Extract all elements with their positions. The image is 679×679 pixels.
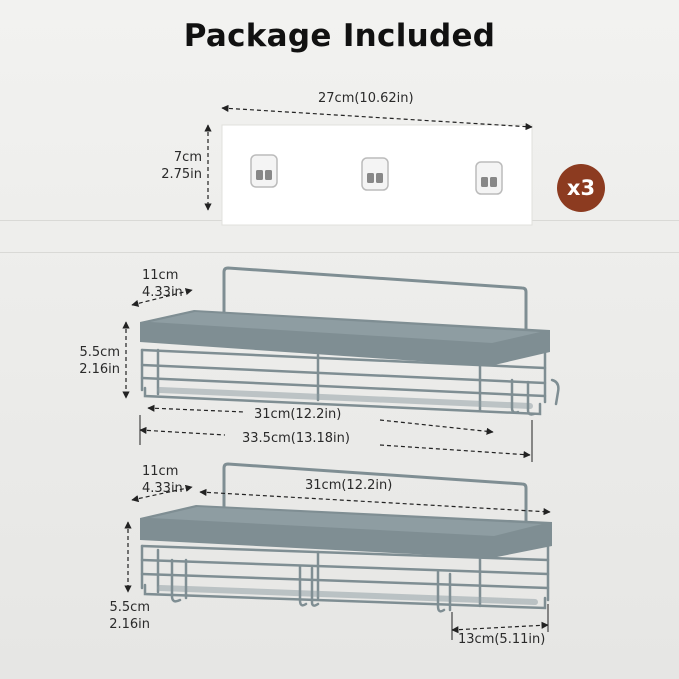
- basket-bottom-width-label: 31cm(12.2in): [305, 478, 393, 493]
- basket-bottom-width-dimension: [199, 488, 551, 516]
- basket-top-inner-width-dimension-right: [379, 419, 494, 435]
- basket-top-rim-inner: [150, 312, 540, 343]
- basket-bottom-depth-cm-label: 11cm: [142, 464, 179, 479]
- basket-top-depth-in-label: 4.33in: [142, 285, 183, 300]
- basket-bottom-rail-dimension: [451, 621, 549, 634]
- basket-top-depth-cm-label: 11cm: [142, 268, 179, 283]
- hook-icon: [250, 154, 278, 188]
- basket-top-overall-width-label: 33.5cm(13.18in): [242, 431, 350, 446]
- basket-top-inner-width-dimension-left: [147, 404, 246, 413]
- basket-top-overall-width-dimension-left: [139, 426, 226, 436]
- basket-top-inner-width-label: 31cm(12.2in): [254, 407, 342, 422]
- strip-height-cm-label: 7cm: [173, 150, 202, 165]
- basket-top-height-in-label: 2.16in: [79, 362, 120, 377]
- strip-width-label: 27cm(10.62in): [318, 91, 414, 106]
- basket-top-height-cm-label: 5.5cm: [79, 345, 121, 360]
- adhesive-hook-strip: [221, 124, 533, 226]
- basket-bottom-height-cm-label: 5.5cm: [109, 600, 151, 615]
- strip-height-in-label: 2.75in: [161, 167, 202, 182]
- basket-bottom-height-in-label: 2.16in: [109, 617, 150, 632]
- hook-icon: [361, 157, 389, 191]
- hook-icon: [475, 161, 503, 195]
- basket-bottom-rail-label: 13cm(5.11in): [458, 632, 546, 647]
- basket-top-depth-dimension: [131, 288, 193, 307]
- quantity-badge: x3: [557, 164, 605, 212]
- strip-width-dimension: [221, 104, 533, 131]
- shower-caddy-basket-bottom: [140, 462, 550, 613]
- wall-tile-seam-middle: [0, 252, 679, 253]
- page-title: Package Included: [183, 18, 496, 54]
- basket-top-overall-width-dimension-right: [379, 444, 531, 459]
- basket-bottom-depth-dimension: [131, 484, 193, 503]
- basket-bottom-depth-in-label: 4.33in: [142, 481, 183, 496]
